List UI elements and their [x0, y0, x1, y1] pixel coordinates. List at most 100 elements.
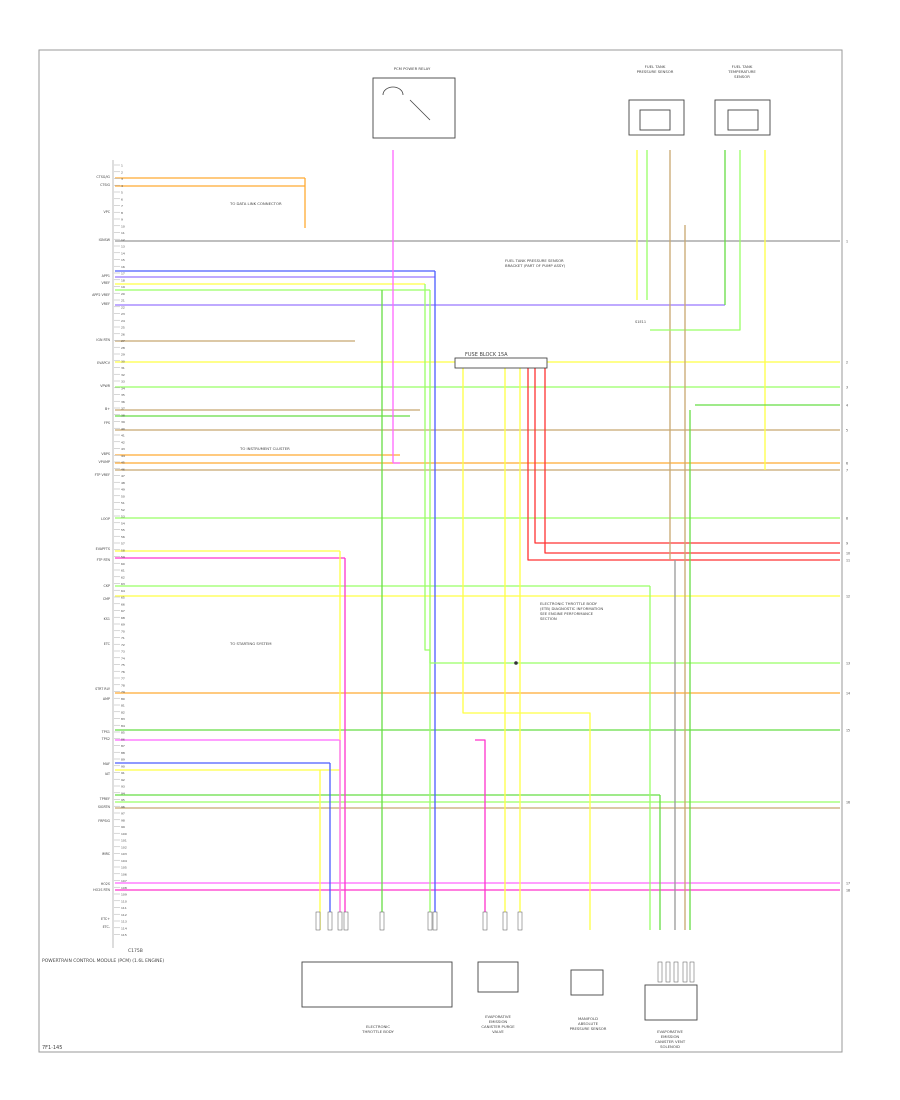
pin-number: 35 [121, 393, 125, 397]
note-text: BRACKET (PART OF PUMP ASSY) [505, 263, 566, 268]
wire-fuse-red3 [527, 368, 840, 561]
component-title-vent_solenoid: EMISSION [661, 1034, 680, 1039]
connector-pin [427, 911, 433, 931]
pin-number: 46 [121, 467, 125, 471]
pin-number: 17 [121, 272, 125, 276]
pin-number: 57 [121, 542, 125, 546]
pin-number: 77 [121, 677, 125, 681]
ecm-pin-label: VPUMP [99, 460, 111, 464]
connector-pin [673, 961, 679, 983]
ecm-pin-label: APP1 [102, 274, 110, 278]
right-pin-number: 2 [846, 361, 848, 365]
pin-number: 34 [121, 386, 125, 390]
note-text: (ETB) DIAGNOSTIC INFORMATION [540, 606, 603, 611]
pin-number: 6 [121, 197, 123, 201]
fuel-tank-pressure-sensor-body [639, 109, 671, 131]
connector-pin [682, 961, 688, 983]
pin-number: 55 [121, 528, 125, 532]
pin-number: 22 [121, 305, 125, 309]
pin-number: 38 [121, 413, 125, 417]
component-title-map_sensor: MANIFOLD [578, 1016, 598, 1021]
ecm-pin-label: HO2S RTN [93, 888, 110, 892]
ecm-pin-label: FPS [104, 421, 110, 425]
ecm-pin-label: APP2 VREF [92, 293, 110, 297]
ecm-pin-label: TPREF [99, 797, 110, 801]
pin-number: 69 [121, 623, 125, 627]
pin-number: 71 [121, 636, 125, 640]
pin-number: 98 [121, 818, 125, 822]
pin-number: 89 [121, 758, 125, 762]
right-pin-number: 3 [846, 386, 848, 390]
purge-valve-box [477, 961, 519, 993]
pin-number: 81 [121, 704, 125, 708]
component-title-purge_valve: CANISTER PURGE [481, 1024, 515, 1029]
pin-number: 20 [121, 292, 125, 296]
pin-number: 72 [121, 643, 125, 647]
pin-number: 70 [121, 629, 125, 633]
pin-number: 113 [121, 920, 127, 924]
note-text: TO STARTING SYSTEM [229, 641, 271, 646]
pin-number: 42 [121, 440, 125, 444]
pin-number: 43 [121, 447, 125, 451]
right-pin-number: 7 [846, 469, 848, 473]
ecm-pin-label: ETC- [103, 925, 111, 929]
pin-number: 16 [121, 265, 125, 269]
ecm-pin-label: KS1 [104, 617, 110, 621]
note-text: ELECTRONIC THROTTLE BODY [540, 601, 598, 606]
pin-number: 74 [121, 656, 125, 660]
right-pin-number: 9 [846, 542, 848, 546]
connector-pin [379, 911, 385, 931]
ecm-pin-label: AMP [103, 697, 110, 701]
connector-pin [482, 911, 488, 931]
note-text: TO DATA LINK CONNECTOR [229, 201, 282, 206]
ecm-pin-label: EVAPCV [97, 361, 111, 365]
electronic-throttle-body-box [301, 961, 453, 1008]
pin-number: 103 [121, 852, 127, 856]
pin-number: 79 [121, 690, 125, 694]
ecm-label: POWERTRAIN CONTROL MODULE (PCM) (1.6L EN… [42, 958, 164, 964]
labels-layer: 1234567891011121314151617181920212223242… [92, 64, 850, 1049]
pin-number: 31 [121, 366, 125, 370]
pin-number: 53 [121, 515, 125, 519]
note-text: TO INSTRUMENT CLUSTER [239, 446, 290, 451]
relay-switch [409, 99, 431, 121]
pin-number: 21 [121, 299, 125, 303]
pin-number: 106 [121, 872, 127, 876]
ecm-pin-label: CKP [104, 584, 110, 588]
pin-number: 61 [121, 569, 125, 573]
pin-number: 58 [121, 548, 125, 552]
wire-ftt-2 [650, 150, 741, 331]
pin-number: 60 [121, 562, 125, 566]
pin-number: 32 [121, 373, 125, 377]
connector-pin [315, 911, 321, 931]
splice-dot [514, 661, 518, 665]
pin-number: 66 [121, 602, 125, 606]
relay-box [372, 77, 456, 139]
component-title-throttle_body: ELECTRONIC [366, 1024, 390, 1029]
right-pin-number: 8 [846, 517, 848, 521]
pin-number: 105 [121, 866, 127, 870]
pin-number: 4 [121, 184, 123, 188]
ecm-pin-label: CTSG/IG [96, 175, 110, 179]
pin-number: 86 [121, 737, 125, 741]
ecm-pin-label: TPS1 [101, 730, 110, 734]
pin-number: 15 [121, 258, 125, 262]
component-title-vent_solenoid: SOLENOID [660, 1044, 680, 1049]
component-title-fuel_tank_pressure: PRESSURE SENSOR [637, 69, 674, 74]
pin-number: 64 [121, 589, 125, 593]
component-title-throttle_body: THROTTLE BODY [361, 1029, 394, 1034]
pin-number: 80 [121, 697, 125, 701]
pin-number: 87 [121, 744, 125, 748]
pin-number: 48 [121, 481, 125, 485]
right-pin-number: 16 [846, 801, 850, 805]
right-pin-number: 5 [846, 429, 848, 433]
pin-number: 75 [121, 663, 125, 667]
ecm-pin-label: IAT [105, 772, 111, 776]
ecm-pin-label: VREF [101, 302, 110, 306]
right-pin-number: 11 [846, 559, 850, 563]
pin-number: 8 [121, 211, 123, 215]
ecm-pin-label: CTSIG [100, 183, 110, 187]
note-text: SEE ENGINE PERFORMANCE [540, 611, 594, 616]
right-pin-number: 6 [846, 462, 848, 466]
pin-number: 76 [121, 670, 125, 674]
